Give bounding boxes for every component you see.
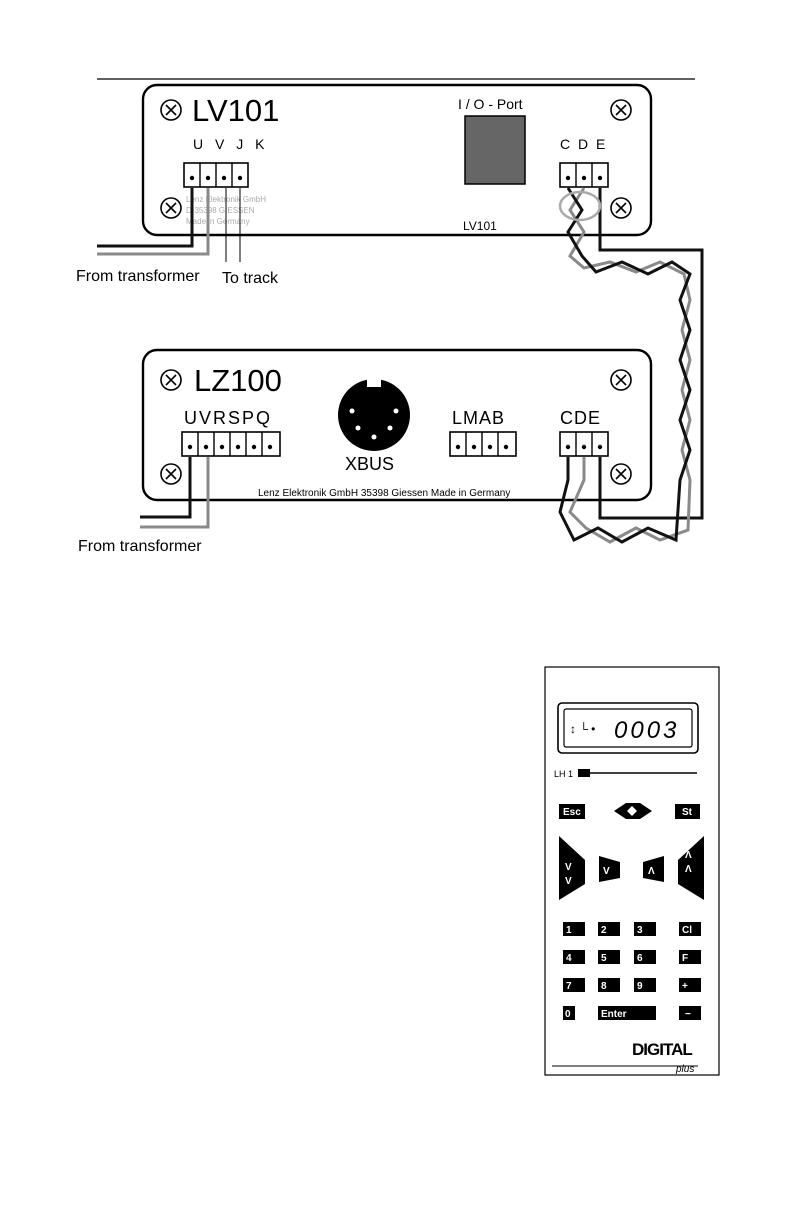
lz100-uvrspq-terminal-block — [182, 432, 280, 456]
svg-text:Cl: Cl — [682, 925, 692, 936]
lz100-cde-terminal-block — [560, 432, 608, 456]
svg-text:Λ: Λ — [648, 866, 655, 877]
from-transformer-label: From transformer — [78, 538, 202, 555]
esc-button[interactable]: Esc — [559, 804, 585, 819]
lz100-unit: LZ100 UVRSPQ XBUS LMAB CDE Lenz E — [143, 350, 651, 500]
xbus-label: XBUS — [345, 454, 394, 474]
svg-text:2: 2 — [601, 925, 607, 936]
key-minus[interactable]: − — [679, 1006, 701, 1020]
key-plus[interactable]: + — [679, 978, 701, 992]
svg-text:F: F — [682, 953, 688, 964]
io-port-label: I / O - Port — [458, 96, 523, 112]
key-3[interactable]: 3 — [634, 922, 656, 936]
speed-label: LH 1 — [554, 769, 573, 779]
lz100-cde-label: CDE — [560, 408, 601, 428]
svg-text:St: St — [682, 807, 693, 818]
key-0[interactable]: 0 — [563, 1006, 575, 1020]
svg-text:8: 8 — [601, 981, 607, 992]
key-4[interactable]: 4 — [563, 950, 585, 964]
lz100-lmab-terminal-block — [450, 432, 516, 456]
key-7[interactable]: 7 — [563, 978, 585, 992]
svg-text:0: 0 — [565, 1009, 571, 1020]
to-track-label: To track — [222, 270, 279, 287]
key-function[interactable]: F — [679, 950, 701, 964]
lcd-display: ↕ └ • 0003 — [558, 703, 698, 753]
key-8[interactable]: 8 — [598, 978, 620, 992]
lz100-title: LZ100 — [194, 363, 282, 398]
screw-icon — [161, 100, 181, 120]
key-2[interactable]: 2 — [598, 922, 620, 936]
lv101-unit: LV101 U V J K I / O - Port C D E LV101 L… — [143, 85, 651, 235]
display-value: 0003 — [614, 717, 679, 744]
lv101-title: LV101 — [192, 93, 279, 128]
lz100-lmab-label: LMAB — [452, 408, 505, 428]
xbus-socket — [338, 379, 410, 451]
svg-text:Λ: Λ — [685, 850, 692, 861]
lv101-cde-terminal-block — [560, 163, 608, 187]
svg-text:9: 9 — [637, 981, 643, 992]
svg-text:+: + — [682, 981, 688, 992]
screw-icon — [611, 370, 631, 390]
svg-text:V: V — [565, 862, 572, 873]
io-port — [465, 116, 525, 184]
brand-sub: plus — [675, 1064, 694, 1075]
key-6[interactable]: 6 — [634, 950, 656, 964]
svg-text:5: 5 — [601, 953, 607, 964]
screw-icon — [161, 464, 181, 484]
key-5[interactable]: 5 — [598, 950, 620, 964]
display-glyph: ↕ └ • — [570, 722, 595, 736]
lz100-uvrspq-label: UVRSPQ — [184, 408, 272, 428]
st-button[interactable]: St — [675, 804, 700, 819]
svg-text:V: V — [603, 866, 610, 877]
lv101-cde-label: C D E — [560, 136, 607, 152]
svg-text:−: − — [685, 1009, 691, 1020]
svg-text:1: 1 — [566, 925, 572, 936]
key-clear[interactable]: Cl — [679, 922, 701, 936]
lv101-maker-line: D-35398 GIESSEN — [186, 206, 255, 215]
key-1[interactable]: 1 — [563, 922, 585, 936]
lz100-maker-line: Lenz Elektronik GmbH 35398 Giessen Made … — [258, 488, 510, 499]
brand-logo: DIGITAL — [632, 1040, 692, 1059]
svg-text:4: 4 — [566, 953, 572, 964]
lv101-uvjk-terminal-block — [184, 163, 248, 187]
speed-indicator — [578, 769, 590, 777]
from-transformer-label: From transformer — [76, 268, 200, 285]
screw-icon — [611, 198, 631, 218]
enter-button[interactable]: Enter — [598, 1006, 656, 1020]
svg-text:Enter: Enter — [601, 1009, 627, 1020]
svg-text:Λ: Λ — [685, 864, 692, 875]
svg-text:6: 6 — [637, 953, 643, 964]
svg-text:Esc: Esc — [563, 807, 581, 818]
screw-icon — [611, 100, 631, 120]
svg-text:V: V — [565, 876, 572, 887]
screw-icon — [161, 198, 181, 218]
screw-icon — [611, 464, 631, 484]
svg-text:3: 3 — [637, 925, 643, 936]
handheld-controller: ↕ └ • 0003 LH 1 Esc St VV V Λ ΛΛ 1 2 3 C… — [545, 667, 719, 1075]
key-9[interactable]: 9 — [634, 978, 656, 992]
lv101-terminal-letters: U V J K — [193, 136, 268, 152]
lv101-model-mark: LV101 — [463, 219, 497, 233]
screw-icon — [161, 370, 181, 390]
svg-text:7: 7 — [566, 981, 572, 992]
